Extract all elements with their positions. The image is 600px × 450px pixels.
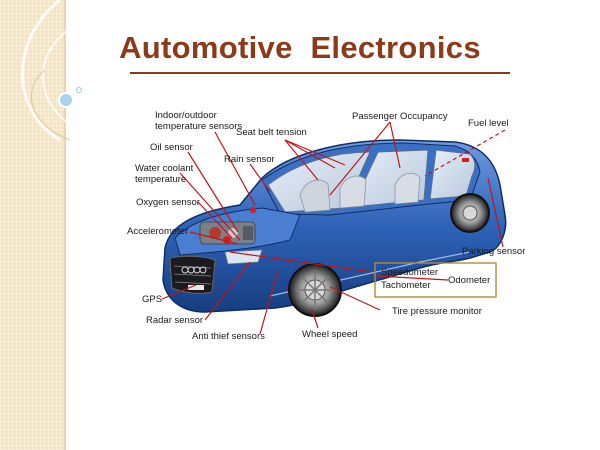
decorative-swirl — [21, 0, 86, 142]
label-accelerometer: Accelerometer — [127, 226, 188, 237]
title-underline — [130, 72, 510, 74]
label-odometer: Odometer — [448, 275, 490, 286]
label-oil-sensor: Oil sensor — [150, 142, 193, 153]
label-wheel-speed: Wheel speed — [302, 329, 357, 340]
label-gps: GPS — [142, 294, 162, 305]
speedometer-callout-box — [374, 262, 497, 298]
slide-title: Automotive Electronics — [119, 30, 481, 65]
front-wheel — [288, 263, 342, 317]
car-illustration — [162, 139, 507, 317]
label-parking-sensor: Parking sensor — [462, 246, 525, 257]
label-anti-thief-sensors: Anti thief sensors — [192, 331, 265, 342]
decorative-side-band — [0, 0, 66, 450]
label-passenger-occupancy: Passenger Occupancy — [352, 111, 448, 122]
label-fuel-level: Fuel level — [468, 118, 509, 129]
sensor-labels: Indoor/outdoor temperature sensors Seat … — [127, 110, 525, 342]
label-water-coolant-line1: Water coolant — [135, 163, 194, 174]
label-radar-sensor: Radar sensor — [146, 315, 203, 326]
label-indoor-outdoor-line1: Indoor/outdoor — [155, 110, 217, 121]
decorative-bubble — [58, 92, 74, 108]
label-water-coolant-line2: temperature — [135, 174, 186, 185]
rear-wheel — [450, 193, 490, 233]
label-speedometer: Speedometer — [381, 267, 438, 278]
leader-lines — [161, 121, 506, 335]
label-oxygen-sensor: Oxygen sensor — [136, 197, 200, 208]
label-rain-sensor: Rain sensor — [224, 154, 275, 165]
label-seat-belt-tension: Seat belt tension — [236, 127, 307, 138]
label-tire-pressure-monitor: Tire pressure monitor — [392, 306, 482, 317]
label-tachometer: Tachometer — [381, 280, 431, 291]
label-indoor-outdoor-line2: temperature sensors — [155, 121, 242, 132]
